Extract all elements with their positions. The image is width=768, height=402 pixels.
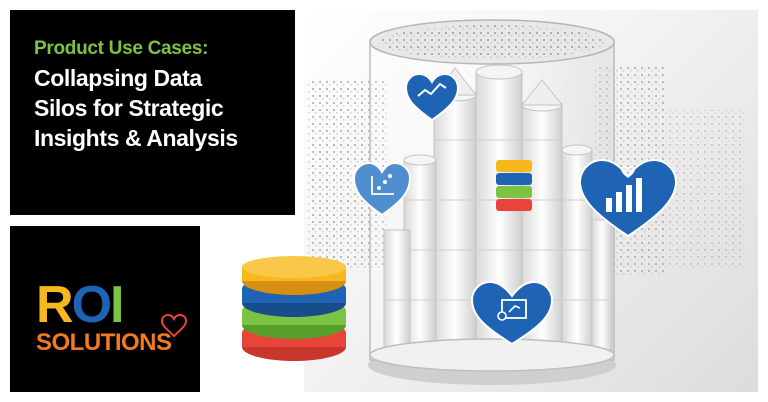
title-kicker: Product Use Cases: [34, 38, 209, 59]
data-particles-far-right [664, 110, 744, 270]
presentation-heart-icon [470, 280, 554, 346]
title-line-3: Insights & Analysis [34, 125, 238, 151]
illustration-art [308, 19, 744, 385]
heart-icon [160, 313, 188, 338]
line-chart-heart-icon [404, 72, 460, 122]
bar-chart-heart-icon [578, 158, 678, 238]
logo-word-solutions: SOLUTIONS [36, 329, 172, 356]
title-line-2: Silos for Strategic [34, 95, 224, 121]
scatter-heart-icon [352, 161, 412, 217]
cylinder-base [369, 338, 615, 372]
roi-logo: ROI SOLUTIONS [36, 276, 188, 356]
title-panel: Product Use Cases: Collapsing Data Silos… [10, 10, 295, 215]
logo-word-roi: ROI [36, 276, 122, 334]
logo-panel: ROI SOLUTIONS [10, 226, 200, 392]
colored-database-stack [242, 256, 346, 361]
inner-color-stack [496, 160, 532, 211]
hero-illustration [304, 10, 758, 392]
title-line-1: Collapsing Data [34, 65, 202, 91]
lid-particles [380, 25, 604, 59]
